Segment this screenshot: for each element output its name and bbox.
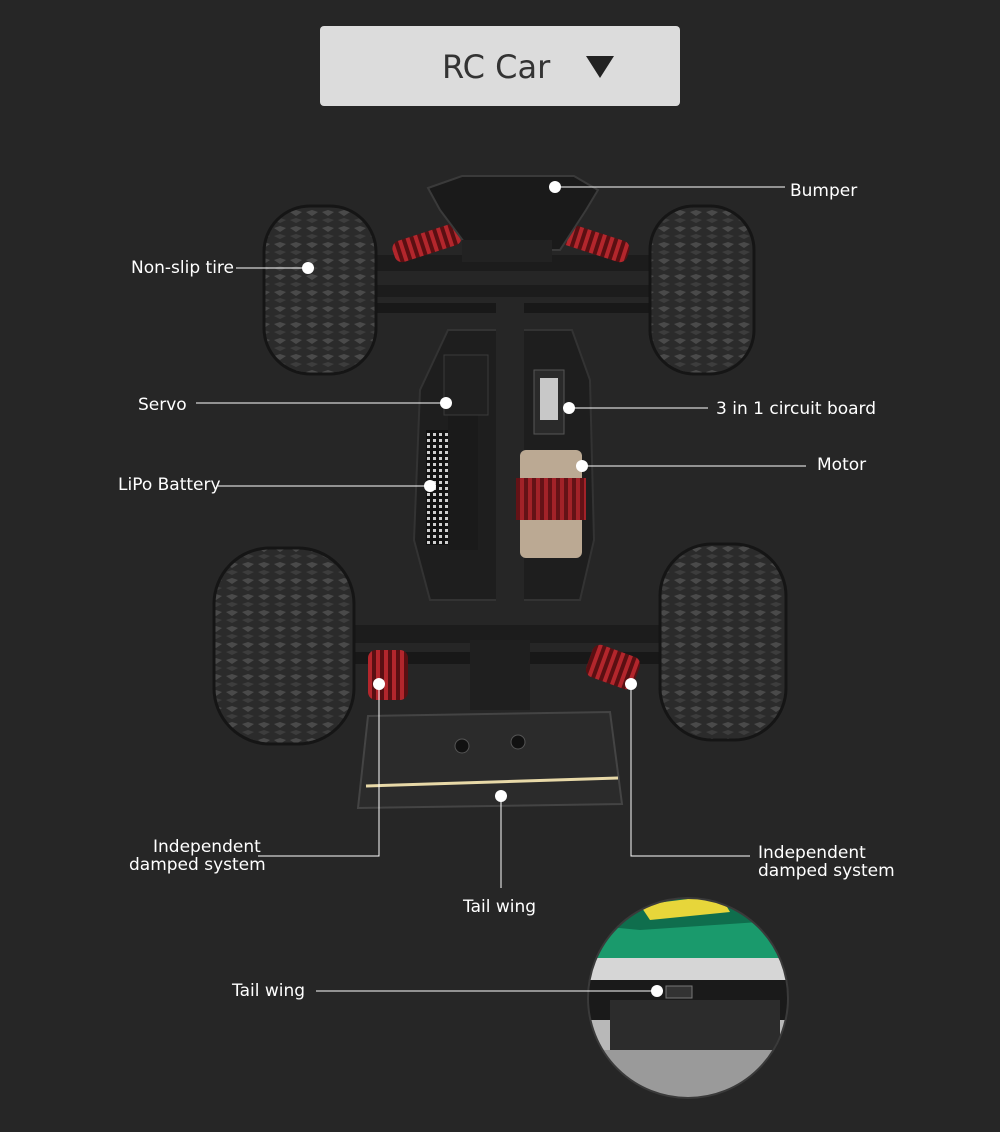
label-non-slip-tire: Non-slip tire [131, 258, 234, 278]
label-damped-right-line1: Independent [758, 843, 866, 863]
callout-dot [625, 678, 637, 690]
callout-dot [424, 480, 436, 492]
callout-dot [373, 678, 385, 690]
label-servo: Servo [138, 395, 187, 415]
callout-dot [549, 181, 561, 193]
label-damped-left-line1: Independent [153, 837, 261, 857]
callout-dot [302, 262, 314, 274]
label-circuit-board: 3 in 1 circuit board [716, 399, 877, 419]
label-lipo-battery: LiPo Battery [118, 475, 221, 495]
label-tail-wing: Tail wing [463, 897, 537, 917]
label-damped-right-line2: damped system [758, 861, 895, 881]
dropdown-title: RC Car [442, 48, 551, 86]
callout-dot [563, 402, 575, 414]
callout-dot [576, 460, 588, 472]
category-dropdown[interactable]: RC Car [320, 26, 680, 106]
chevron-down-icon[interactable] [586, 56, 614, 78]
label-motor: Motor [817, 455, 867, 475]
callout-dot [440, 397, 452, 409]
label-damped-left-line2: damped system [129, 855, 266, 875]
callout-dot [495, 790, 507, 802]
callout-dot [651, 985, 663, 997]
label-tail-wing-detail: Tail wing [232, 981, 306, 1001]
label-bumper: Bumper [790, 181, 858, 201]
